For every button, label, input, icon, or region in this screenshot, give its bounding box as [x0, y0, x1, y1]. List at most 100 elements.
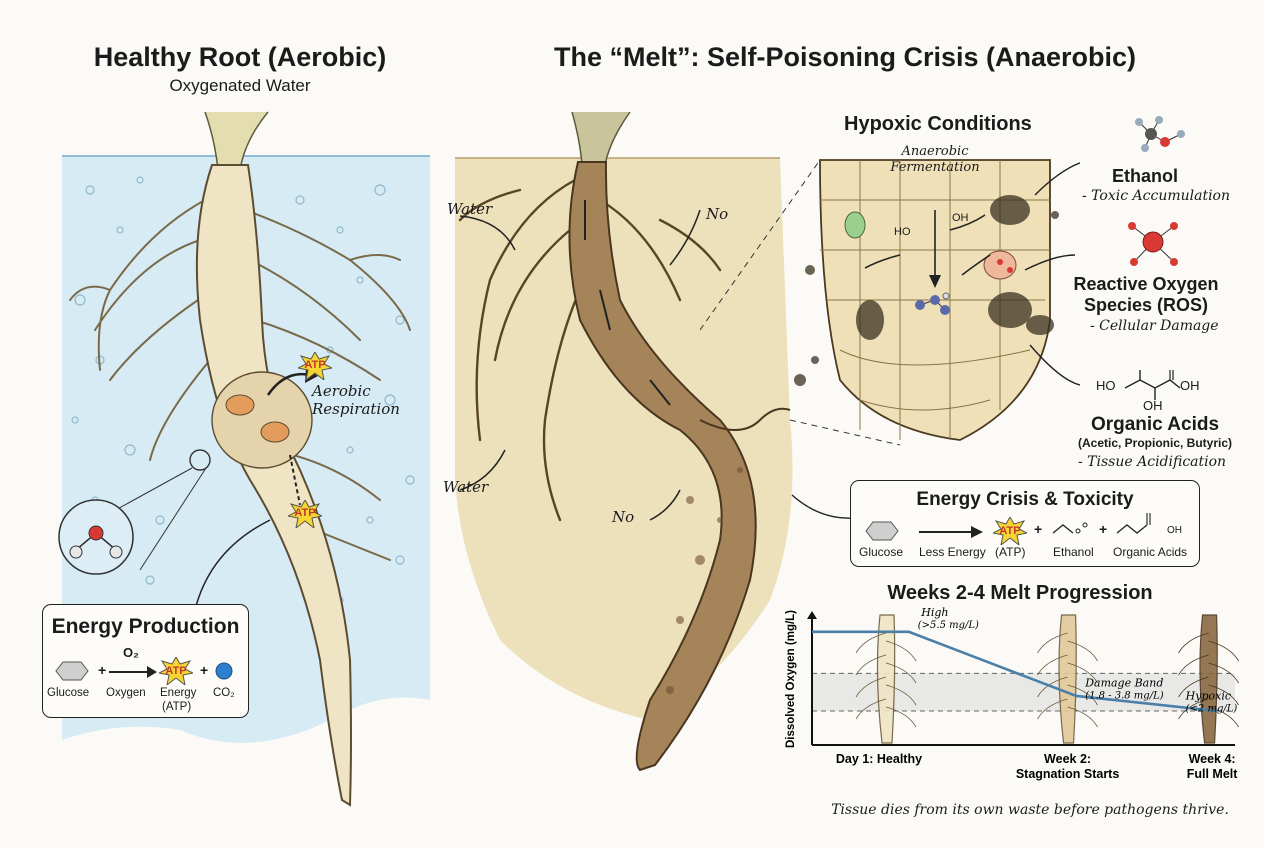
- y-axis-arrowhead: [807, 611, 817, 619]
- mini-root-hair: [1178, 632, 1209, 654]
- rotting-root-illustration: [455, 111, 793, 772]
- melt-progression-chart: Dissolved Oxygen (mg/L) Day 1: Healthy Wee…: [785, 606, 1239, 781]
- crisis-ethanol-label: Ethanol: [1053, 545, 1094, 559]
- no-label-1: No: [706, 205, 729, 223]
- ethanol-title: Ethanol: [1112, 166, 1178, 186]
- mini-root-hair: [1208, 662, 1239, 684]
- mini-root-hair: [885, 640, 917, 662]
- atp-badge-icon: [993, 517, 1027, 545]
- ethanol-structure-icon: [1052, 522, 1088, 534]
- mini-root-hair: [855, 632, 887, 654]
- water-label-2: Water: [443, 478, 489, 496]
- ros-note: - Cellular Damage: [1090, 318, 1219, 334]
- mini-root-hair: [1067, 640, 1098, 662]
- oxygen-series-line: [812, 630, 1218, 713]
- left-subtitle: Oxygenated Water: [169, 76, 311, 95]
- x-tick-label: Week 2:: [1044, 752, 1091, 766]
- mini-root-hair: [1037, 632, 1068, 654]
- glucose-label: Glucose: [47, 687, 90, 699]
- mini-root-hair: [1208, 684, 1239, 706]
- ethanol-molecule-icon: [1135, 116, 1185, 152]
- ros-title-line1: Reactive Oxygen: [1073, 274, 1219, 294]
- footer-note: Tissue dies from its own waste before pa…: [831, 802, 1229, 818]
- y-axis-label: Dissolved Oxygen (mg/L): [785, 610, 797, 748]
- connector-line: [791, 494, 855, 519]
- no-label-2: No: [612, 508, 635, 526]
- acid-oh-label: OH: [1180, 378, 1200, 393]
- crisis-organic-acids-label: Organic Acids: [1113, 545, 1188, 559]
- chart-title: Weeks 2-4 Melt Progression: [887, 582, 1153, 604]
- annotation-high: High: [920, 606, 948, 619]
- atp-label: ATP: [304, 359, 326, 371]
- hypoxic-title: Hypoxic Conditions: [844, 113, 1032, 135]
- oh-label: OH: [952, 212, 969, 224]
- energy-crisis-box: Energy Crisis & Toxicity ATP + + OH Gluc…: [850, 480, 1200, 567]
- oxygen-label: Oxygen: [106, 687, 146, 699]
- annotation-damage-band: Damage Band: [1084, 677, 1163, 690]
- annotation-hypoxic: Hypoxic: [1185, 690, 1231, 703]
- energy-label: Energy: [160, 687, 197, 699]
- mini-root-hair: [1037, 654, 1068, 676]
- x-tick-label: Stagnation Starts: [1016, 767, 1120, 781]
- atp-paren-label: (ATP): [162, 701, 192, 713]
- co2-sphere-icon: [215, 662, 233, 680]
- hypoxic-cell-illustration: [700, 159, 1080, 446]
- atp-badge-icon: ATP: [286, 498, 324, 530]
- crisis-atp-badge-text: ATP: [999, 525, 1021, 537]
- mini-root-hair: [1067, 684, 1098, 706]
- acid-oh2-label: OH: [1143, 398, 1163, 413]
- crisis-less-energy-label: Less Energy: [919, 545, 986, 559]
- atp-label-2: ATP: [294, 507, 316, 519]
- organic-acid-structure-icon: [1116, 513, 1151, 534]
- energy-atp-badge-text: ATP: [165, 665, 187, 677]
- mini-root-hair: [1067, 662, 1098, 684]
- mini-root-hair: [855, 654, 887, 676]
- fermentation-label: Anaerobic Fermentation: [890, 144, 980, 175]
- mini-root-hair: [885, 684, 917, 706]
- ros-molecule-icon: [1128, 222, 1178, 266]
- organic-acids-title: Organic Acids: [1090, 414, 1220, 435]
- plus-sign: +: [98, 662, 107, 678]
- x-tick-label: Full Melt: [1187, 767, 1239, 781]
- glucose-hexagon-icon: [865, 521, 899, 541]
- mini-root-hair: [885, 662, 917, 684]
- healthy-root-illustration: [58, 111, 430, 807]
- mini-root-hair: [1178, 654, 1209, 676]
- energy-crisis-title: Energy Crisis & Toxicity: [916, 489, 1134, 510]
- mini-root-1: [876, 614, 896, 744]
- organic-acids-types: (Acetic, Propionic, Butyric): [1077, 436, 1233, 450]
- mini-root-hair: [1067, 706, 1098, 728]
- plus-sign: +: [200, 662, 209, 678]
- annotation-hypoxic-value: (<2 mg/L): [1186, 704, 1238, 715]
- organic-acids-note: - Tissue Acidification: [1078, 454, 1227, 470]
- o2-label: O₂: [123, 645, 139, 660]
- ethanol-note: - Toxic Accumulation: [1082, 188, 1230, 204]
- crisis-oh-label: OH: [1167, 525, 1182, 536]
- co2-label: CO₂: [213, 687, 235, 699]
- organic-acid-structure-icon: [1124, 370, 1181, 400]
- crisis-glucose-label: Glucose: [859, 545, 904, 559]
- mini-root-hair: [1178, 676, 1209, 698]
- ros-title-line2: Species (ROS): [1083, 295, 1209, 315]
- arrow-icon: [919, 526, 983, 538]
- aerobic-respiration-label: Aerobic Respiration: [312, 382, 400, 418]
- glucose-hexagon-icon: [55, 661, 89, 681]
- mini-root-hair: [885, 706, 917, 728]
- mini-root-hair: [855, 698, 887, 720]
- arrow-icon: [109, 666, 157, 678]
- plus-sign: +: [1034, 521, 1043, 537]
- mini-root-hair: [1037, 698, 1068, 720]
- annotation-high-value: (>5.5 mg/L): [918, 620, 979, 631]
- energy-box-title: Energy Production: [51, 615, 240, 638]
- mini-root-hair: [1208, 640, 1239, 662]
- acid-ho-label: HO: [1096, 378, 1116, 393]
- crisis-atp-paren: (ATP): [995, 545, 1026, 559]
- mini-root-2: [1058, 614, 1077, 744]
- water-label-1: Water: [447, 200, 493, 218]
- x-tick-label: Week 4:: [1189, 752, 1236, 766]
- left-title: Healthy Root (Aerobic): [93, 42, 387, 72]
- x-tick-label: Day 1: Healthy: [836, 752, 922, 766]
- mini-root-hair: [855, 676, 887, 698]
- mini-root-hair: [1208, 706, 1239, 728]
- energy-production-box: Energy Production + O₂ ATP + Glucose Oxy…: [42, 604, 249, 718]
